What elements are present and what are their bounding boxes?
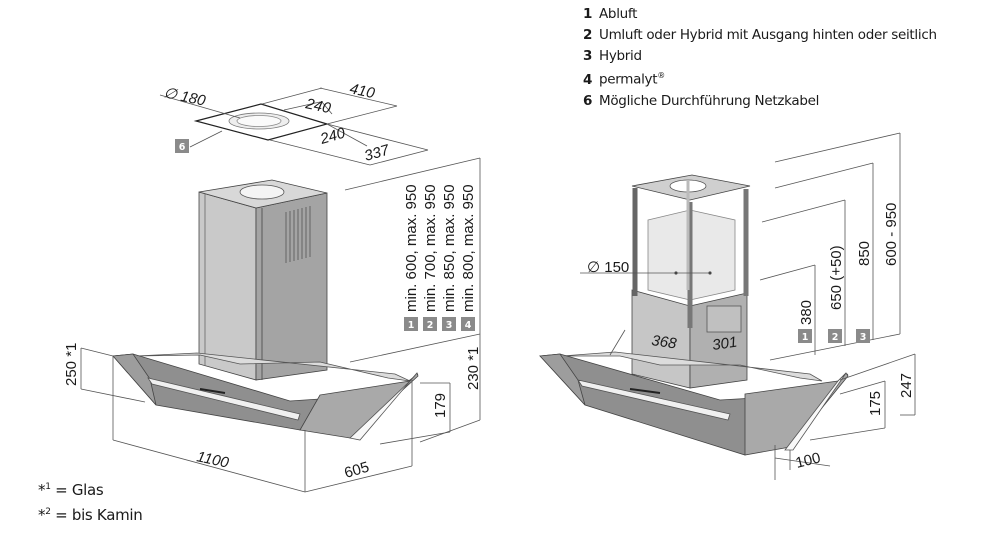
height-badge-1: 1 [404,317,418,331]
dim-179-label: 179 [432,393,449,418]
svg-text:3: 3 [860,332,867,343]
hood-right [539,351,849,456]
badge-6: 6 [175,139,189,153]
right-height-380-label: 380 [798,300,815,325]
right-height-badge-3: 3 [856,329,870,343]
footnote-glas: *1 = Glas [38,481,104,499]
dim-240-top-label: 240 [303,95,333,117]
right-height-850-label: 850 [856,241,873,266]
diameter-150-label: ∅ 150 [587,259,629,276]
height-label-3: min. 850, max. 950 [441,184,458,312]
svg-text:2: 2 [427,320,434,331]
right-height-600-950-label: 600 - 950 [883,203,900,266]
chimney-left [198,179,328,381]
dim-605-label: 605 [342,459,371,482]
chimney-right [631,174,751,389]
height-badge-2: 2 [423,317,437,331]
svg-text:3: 3 [446,320,453,331]
svg-text:6: 6 [179,142,186,153]
height-label-4: min. 800, max. 950 [460,184,477,312]
dim-100-label: 100 [794,449,822,472]
svg-text:4: 4 [465,320,472,331]
right-height-badge-1: 1 [798,329,812,343]
diameter-180-label: ∅ 180 [162,84,208,110]
footnotes: *1 = Glas *2 = bis Kamin [38,476,143,526]
right-height-650-label: 650 (+50) [828,245,845,310]
svg-text:1: 1 [802,332,809,343]
dim-247-label: 247 [898,373,915,398]
hood-left [112,352,419,441]
dim-337-label: 337 [362,141,391,164]
height-label-2: min. 700, max. 950 [422,184,439,312]
svg-text:2: 2 [832,332,839,343]
svg-text:1: 1 [408,320,415,331]
dim-368-label: 368 [650,332,678,352]
dim-1100-label: 1100 [195,448,231,471]
right-dimension-lines [580,132,916,480]
left-dimension-lines [80,157,481,493]
right-height-badge-2: 2 [828,329,842,343]
dim-230-label: 230 *1 [465,347,482,390]
ceiling-plate [159,87,429,166]
height-badge-3: 3 [442,317,456,331]
dim-175-label: 175 [867,391,884,416]
dim-250-label: 250 *1 [63,343,80,386]
height-badge-4: 4 [461,317,475,331]
height-label-1: min. 600, max. 950 [403,184,420,312]
dim-240-bottom-label: 240 [317,124,347,148]
dim-410-label: 410 [348,80,377,102]
dim-301-label: 301 [711,334,738,354]
footnote-kamin: *2 = bis Kamin [38,506,143,524]
